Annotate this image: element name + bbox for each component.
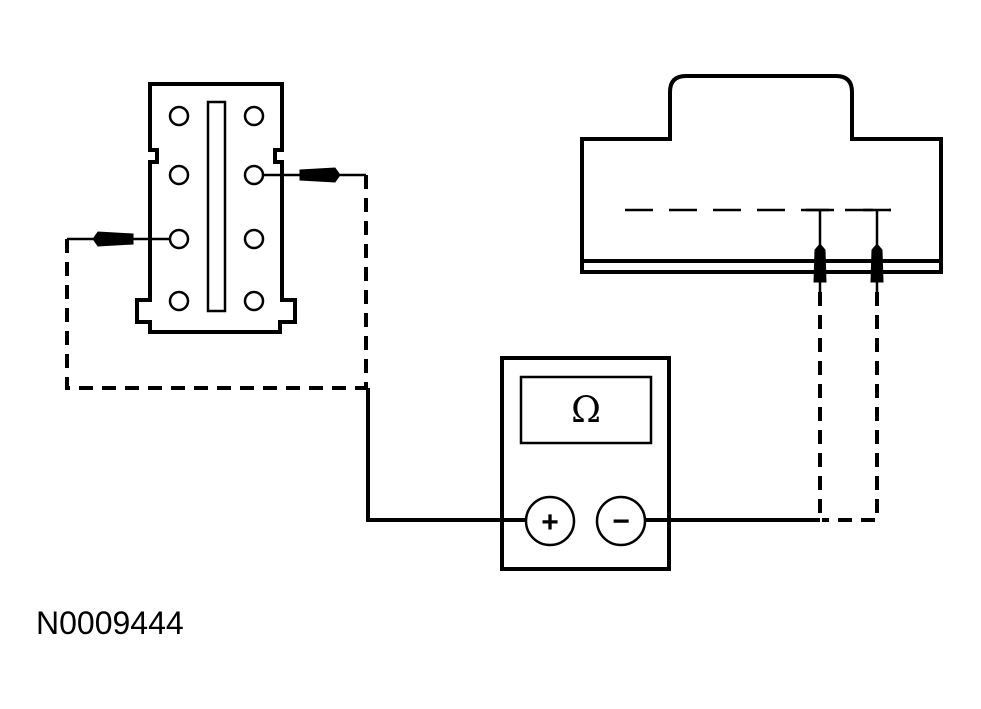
connector-pin [243, 228, 265, 250]
lead-dashed-left-outer [65, 239, 366, 390]
figure-id: N0009444 [36, 605, 184, 641]
negative-terminal-label: − [612, 505, 630, 538]
module-right [580, 74, 943, 274]
connector-pin [168, 164, 190, 186]
connector-pin [243, 290, 265, 312]
probe-left-upper [263, 167, 366, 183]
connector-center-slot [206, 100, 227, 313]
ohm-symbol: Ω [571, 390, 601, 431]
lead-dashed-right-2 [822, 292, 879, 522]
connector-pin [168, 105, 190, 127]
connector-pin [168, 290, 190, 312]
connector-left [135, 82, 297, 334]
connector-body [135, 82, 297, 334]
ohmmeter: Ω + − [500, 356, 671, 571]
probe-right-2 [870, 210, 884, 292]
ohmmeter-display [519, 375, 653, 445]
lead-solid-positive [366, 388, 527, 522]
module-body [580, 74, 943, 274]
connector-pin [168, 228, 190, 250]
connector-pin [243, 105, 265, 127]
positive-terminal-label: + [541, 506, 559, 539]
probe-left-lower [67, 231, 170, 247]
probe-right-1 [813, 210, 827, 292]
connector-pin [243, 164, 265, 186]
ohmmeter-body [500, 356, 671, 571]
positive-terminal[interactable] [524, 495, 576, 547]
